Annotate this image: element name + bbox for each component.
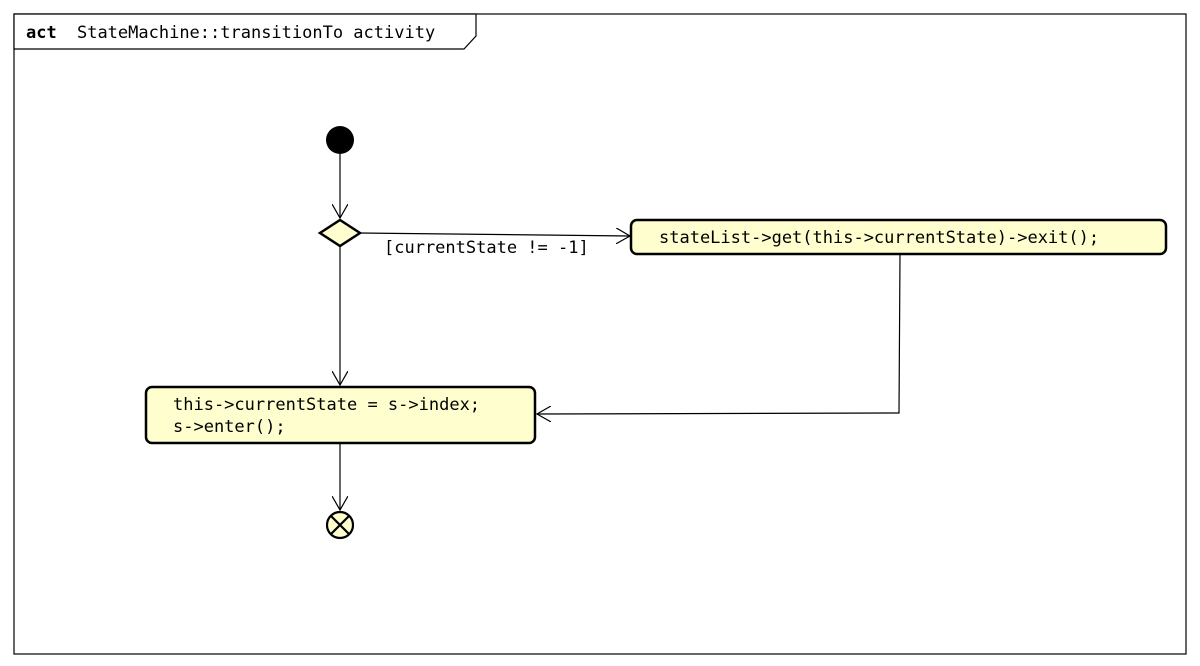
exit-action-node[interactable] [629, 218, 1168, 256]
initial-node[interactable] [326, 126, 354, 154]
frame-keyword: act [26, 23, 57, 43]
enter-action-line-2: s->enter(); [173, 417, 286, 437]
frame-title: act StateMachine::transitionTo activity [26, 23, 435, 43]
frame-name: StateMachine::transitionTo activity [77, 23, 435, 43]
enter-action-line-1: this->currentState = s->index; [173, 395, 480, 415]
exit-action-label: stateList->get(this->currentState)->exit… [659, 228, 1099, 248]
diagram-frame [13, 13, 1187, 655]
edge-decision-to-exit [359, 233, 630, 236]
frame-title-tab [13, 13, 477, 50]
flow-final-node[interactable] [325, 510, 355, 540]
guard-label: [currentState != -1] [384, 238, 589, 258]
decision-node[interactable] [317, 218, 363, 248]
edge-exit-to-enter [537, 253, 901, 414]
